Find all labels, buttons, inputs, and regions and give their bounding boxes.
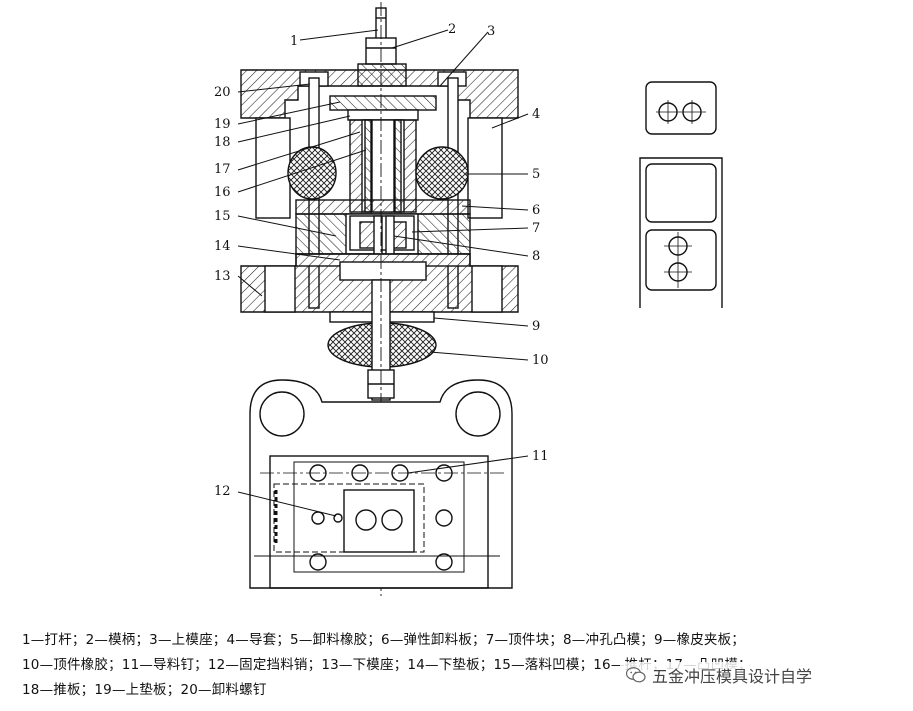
punching-punch-right	[385, 215, 395, 257]
wechat-icon	[626, 667, 646, 683]
workpiece-blank	[645, 81, 717, 135]
guide-pin	[309, 553, 327, 571]
guide-sleeve-right	[467, 117, 503, 219]
part-number-1: 1	[290, 34, 298, 49]
part-number-4: 4	[532, 107, 540, 122]
strip	[639, 157, 723, 308]
part-number-10: 10	[532, 353, 549, 368]
part-number-7: 7	[532, 221, 540, 236]
guide-pin	[435, 509, 453, 527]
part-number-15: 15	[214, 209, 231, 224]
push-plate	[347, 109, 419, 121]
watermark-text: 五金冲压模具设计自学	[652, 667, 813, 686]
push-rod-left	[364, 119, 372, 213]
section-view	[240, 7, 519, 401]
part-number-2: 2	[448, 22, 456, 37]
blank-outline	[343, 489, 415, 553]
part-number-17: 17	[214, 162, 231, 177]
part-number-14: 14	[214, 239, 231, 254]
upper-backing-plate	[329, 95, 437, 111]
part-number-12: 12	[214, 484, 231, 499]
leader-lines	[237, 29, 529, 517]
part-number-11: 11	[532, 449, 549, 464]
part-number-5: 5	[532, 167, 540, 182]
watermark: 五金冲压模具设计自学	[620, 662, 819, 688]
guide-pin	[435, 553, 453, 571]
part-number-6: 6	[532, 203, 540, 218]
plan-view	[249, 379, 513, 589]
part-number-9: 9	[532, 319, 540, 334]
guide-sleeve-left	[255, 117, 291, 219]
part-number-labels: 1 2 3 4 5 6 7 8 9 10 11 12 13 14 15 16 1…	[214, 22, 549, 499]
part-number-8: 8	[532, 249, 540, 264]
part-number-13: 13	[214, 269, 231, 284]
caption-line-2: 10—顶件橡胶；11—导料钉；12—固定挡料销；13—下模座；14—下垫板；15…	[22, 657, 752, 673]
part-number-20: 20	[214, 85, 231, 100]
caption-line-3: 18—推板；19—上垫板；20—卸料螺钉	[22, 682, 267, 698]
elastic-stripper-plate	[295, 199, 471, 215]
caption-line-1: 1—打杆；2—模柄；3—上模座；4—导套；5—卸料橡胶；6—弹性卸料板；7—顶件…	[22, 632, 746, 648]
part-number-16: 16	[214, 185, 231, 200]
unloading-rubber-right	[415, 146, 469, 200]
strip-layout	[639, 81, 723, 308]
part-number-19: 19	[214, 117, 231, 132]
lower-die-plate-outline	[249, 379, 513, 589]
fixed-stop-pin	[333, 513, 343, 523]
part-number-3: 3	[487, 24, 495, 39]
part-number-18: 18	[214, 135, 231, 150]
push-rod-right	[394, 119, 402, 213]
